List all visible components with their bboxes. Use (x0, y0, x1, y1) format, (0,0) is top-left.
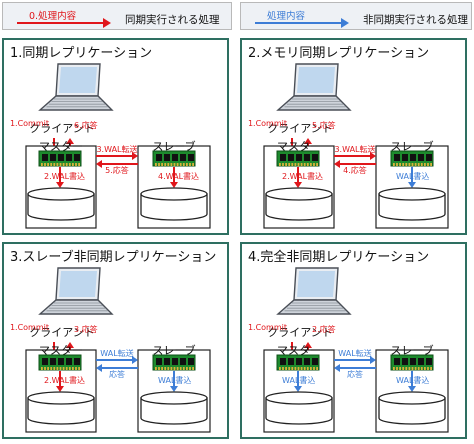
master-write-label: 2.WAL書込 (44, 171, 85, 181)
master-write-arrow (56, 371, 64, 392)
laptop-icon (38, 267, 114, 315)
transfer-arrow (96, 152, 138, 160)
slave-label: スレーブ (152, 343, 195, 357)
master-memory-icon (38, 150, 82, 167)
master-write-arrow (294, 167, 302, 188)
legend-async-arrow (255, 18, 349, 28)
legend-async-marker: 処理内容 (267, 11, 306, 22)
slave-label: スレーブ (390, 343, 433, 357)
slave-disk-icon (140, 187, 208, 221)
slave-memory-icon (390, 150, 434, 167)
transfer-arrow (334, 356, 376, 364)
master-write-label: WAL書込 (282, 375, 315, 385)
panel-title: 4.完全非同期レプリケーション (248, 250, 430, 265)
response-label: 2.応答 (312, 324, 336, 334)
slave-write-arrow (170, 371, 178, 392)
transfer-response-arrow (96, 160, 138, 168)
slave-write-label: WAL書込 (396, 375, 429, 385)
transfer-response-arrow (334, 364, 376, 372)
slave-write-arrow (170, 167, 178, 188)
response-label: 3.応答 (74, 324, 98, 334)
commit-label: 1.Commit (10, 119, 49, 128)
master-label: マスター (39, 344, 83, 357)
master-write-label: 2.WAL書込 (282, 171, 323, 181)
response-label: 6.応答 (74, 120, 98, 130)
client-label: クライアント (267, 326, 333, 339)
slave-write-label: WAL書込 (396, 171, 429, 181)
transfer-response-arrow (334, 160, 376, 168)
commit-label: 1.Commit (248, 119, 287, 128)
master-write-label: 2.WAL書込 (44, 375, 85, 385)
legend-sync: 0.処理内容 同期実行される処理 (2, 2, 232, 30)
transfer-label: 3.WAL転送 (334, 144, 375, 154)
panel-title: 3.スレーブ非同期レプリケーション (10, 250, 217, 265)
transfer-response-label: 応答 (347, 369, 363, 379)
legend-sync-marker: 0.処理内容 (29, 11, 77, 22)
legend-async: 処理内容 非同期実行される処理 (240, 2, 472, 30)
slave-memory-icon (152, 354, 196, 371)
transfer-response-arrow (96, 364, 138, 372)
slave-write-arrow (408, 371, 416, 392)
slave-write-label: WAL書込 (158, 375, 191, 385)
legend-sync-text: 同期実行される処理 (125, 14, 220, 26)
slave-label: スレーブ (390, 139, 433, 153)
laptop-icon (276, 267, 352, 315)
transfer-response-label: 4.応答 (343, 165, 367, 175)
master-disk-icon (27, 187, 95, 221)
slave-disk-icon (378, 391, 446, 425)
client-label: クライアント (29, 326, 95, 339)
slave-write-arrow (408, 167, 416, 188)
slave-memory-icon (390, 354, 434, 371)
laptop-icon (276, 63, 352, 111)
laptop-icon (38, 63, 114, 111)
master-memory-icon (38, 354, 82, 371)
master-label: マスター (277, 344, 321, 357)
panel-title: 1.同期レプリケーション (10, 46, 153, 61)
slave-disk-icon (140, 391, 208, 425)
master-disk-icon (265, 391, 333, 425)
master-memory-icon (276, 150, 320, 167)
master-memory-icon (276, 354, 320, 371)
transfer-arrow (334, 152, 376, 160)
slave-memory-icon (152, 150, 196, 167)
panel-title: 2.メモリ同期レプリケーション (248, 46, 430, 61)
slave-disk-icon (378, 187, 446, 221)
master-label: マスター (277, 140, 321, 153)
master-label: マスター (39, 140, 83, 153)
transfer-response-label: 応答 (109, 369, 125, 379)
transfer-label: WAL転送 (100, 348, 133, 358)
transfer-label: 3.WAL転送 (96, 144, 137, 154)
transfer-label: WAL転送 (338, 348, 371, 358)
commit-label: 1.Commit (248, 323, 287, 332)
slave-write-label: 4.WAL書込 (158, 171, 199, 181)
legend-async-text: 非同期実行される処理 (363, 14, 468, 26)
slave-label: スレーブ (152, 139, 195, 153)
client-label: クライアント (267, 122, 333, 135)
transfer-response-label: 5.応答 (105, 165, 129, 175)
transfer-arrow (96, 356, 138, 364)
response-label: 5.応答 (312, 120, 336, 130)
master-disk-icon (265, 187, 333, 221)
commit-label: 1.Commit (10, 323, 49, 332)
client-label: クライアント (29, 122, 95, 135)
master-disk-icon (27, 391, 95, 425)
master-write-arrow (56, 167, 64, 188)
legend-sync-arrow (17, 18, 111, 28)
master-write-arrow (294, 371, 302, 392)
